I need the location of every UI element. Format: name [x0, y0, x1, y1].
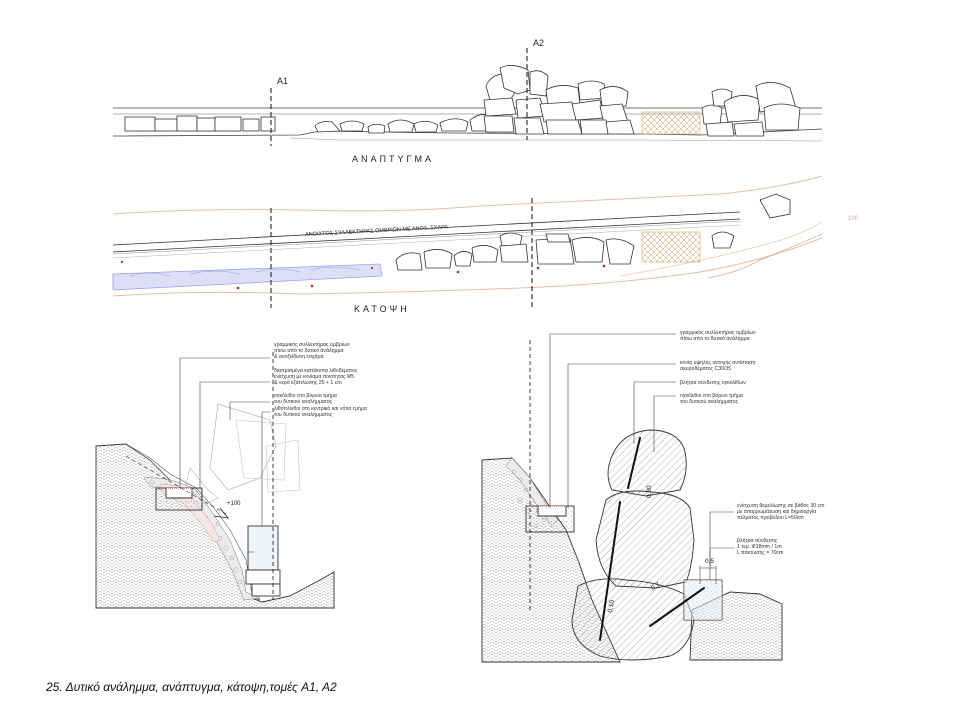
a1-retaining-block: [247, 525, 279, 571]
a1-note-collector-l3: & ανοξείδωτη εσχάρα: [274, 354, 324, 360]
cut-label-a2-elevation: A2: [533, 38, 545, 48]
a2-boulders: [571, 429, 695, 661]
a2-anchor-bars: [599, 437, 705, 641]
contour-value: 100: [848, 216, 859, 222]
a2-dim-030: 0,30: [646, 485, 653, 498]
section-a1: [95, 352, 335, 609]
plan-stone-blocks: [395, 193, 791, 271]
a2-note-foundation-l2: με απορρωμάτωση και δημιουργία: [737, 509, 817, 515]
a2-note-mortar-l1: κονία υψηλής αντοχής αντίσταση: [680, 360, 756, 366]
a2-note-dowels-l1: βλήτρα σύνδεσης ογκολίθων: [680, 380, 746, 386]
a1-note-mortar: διαπρισμένα κατάλοιπα λιθοδέματος ενίσχυ…: [274, 368, 357, 386]
a2-note-boulders-l2: του δυτικού αναλήμματος: [680, 399, 739, 405]
a2-note-boulders: ογκόλιθοι στο βόρειο τμήμα του δυτικού α…: [680, 393, 743, 405]
a2-note-anchors: βλήτρα σύνδεσης 1 τεμ. Φ18mm / 1m L πακτ…: [737, 538, 783, 556]
a1-note-mortar-l3: & νερό εξάπλωσης 25 + 1 cm: [274, 380, 342, 386]
a1-note-collector: γραμμικός συλλεκτήρας ομβρίων πίσω από τ…: [274, 342, 350, 360]
figure-caption: 25. Δυτικό ανάλημμα, ανάπτυγμα, κάτοψη,τ…: [46, 680, 337, 694]
cut-label-a1-elevation: A1: [277, 76, 289, 86]
plan-view: [112, 175, 823, 308]
a1-note-ashlar-l1: λιθόπλινθοι στο κεντρικό και νότιο τμήμα: [274, 406, 367, 412]
elevation-stone-blocks: [124, 65, 801, 137]
plan-title: ΚΑΤΟΨΗ: [354, 304, 410, 314]
a1-note-mortar-l2: ενίσχυση με κονίαμα ποιότητας M5: [274, 374, 355, 380]
channel-line-2: [112, 218, 741, 253]
a2-note-mortar: κονία υψηλής αντοχής αντίσταση σκυροδέμα…: [680, 360, 755, 372]
a2-note-foundation: ενίσχυση θεμελίωσης σε βάθος 30 cm με απ…: [737, 503, 824, 521]
a2-note-foundation-l1: ενίσχυση θεμελίωσης σε βάθος 30 cm: [737, 503, 825, 509]
elevation-title: ΑΝΑΠΤΥΓΜΑ: [352, 154, 434, 164]
a1-note-boulders-l1: ογκόλιθοι στο βόρειο τμήμα: [274, 393, 337, 399]
a2-note-anchors-l1: βλήτρα σύνδεσης: [737, 538, 778, 544]
plan-hatched-infill: [641, 231, 701, 263]
a2-note-mortar-l2: σκυροδέματος C30/35: [680, 366, 732, 372]
elevation-view: [112, 48, 823, 146]
a1-note-collector-l2: πίσω από το δυτικό ανάλημμα: [274, 348, 344, 354]
a2-note-collector-l1: γραμμικός συλλεκτήρας ομβρίων: [680, 330, 756, 336]
a2-note-collector-l2: πίσω από το δυτικό ανάλημμα: [680, 336, 750, 342]
a1-note-ashlar-l2: του δυτικού αναλήμματος: [274, 412, 333, 418]
a1-note-mortar-l1: διαπρισμένα κατάλοιπα λιθοδέματος: [274, 368, 358, 374]
a1-note-boulders: ογκόλιθοι στο βόρειο τμήμα του δυτικού α…: [274, 393, 337, 405]
a1-note-collector-l1: γραμμικός συλλεκτήρας ομβρίων: [274, 342, 350, 348]
a1-leader-lines: [179, 357, 270, 553]
a2-leader-lines: [549, 333, 734, 580]
a2-note-foundation-l3: πέλματος προβόλου L=50cm: [737, 515, 804, 521]
a1-level-mark: +100: [227, 501, 241, 507]
channel-line-1: [112, 211, 741, 246]
a2-note-dowels: βλήτρα σύνδεσης ογκολίθων: [680, 380, 746, 386]
plan-level-markers: [120, 260, 606, 290]
elevation-hatched-infill: [641, 111, 701, 135]
a2-dim-05: 0,5: [705, 558, 715, 565]
section-a2: [481, 333, 783, 663]
a2-note-anchors-l3: L πακτωσης = 70cm: [737, 550, 784, 556]
a2-note-boulders-l1: ογκόλιθοι στο βόρειο τμήμα: [680, 393, 743, 399]
a2-note-collector: γραμμικός συλλεκτήρας ομβρίων πίσω από τ…: [680, 330, 756, 342]
a1-note-boulders-l2: του δυτικού αναλήμματος: [274, 399, 333, 405]
plan-blue-strip: [112, 263, 383, 291]
a1-note-ashlar: λιθόπλινθοι στο κεντρικό και νότιο τμήμα…: [274, 406, 367, 418]
a2-note-anchors-l2: 1 τεμ. Φ18mm / 1m: [737, 544, 782, 550]
